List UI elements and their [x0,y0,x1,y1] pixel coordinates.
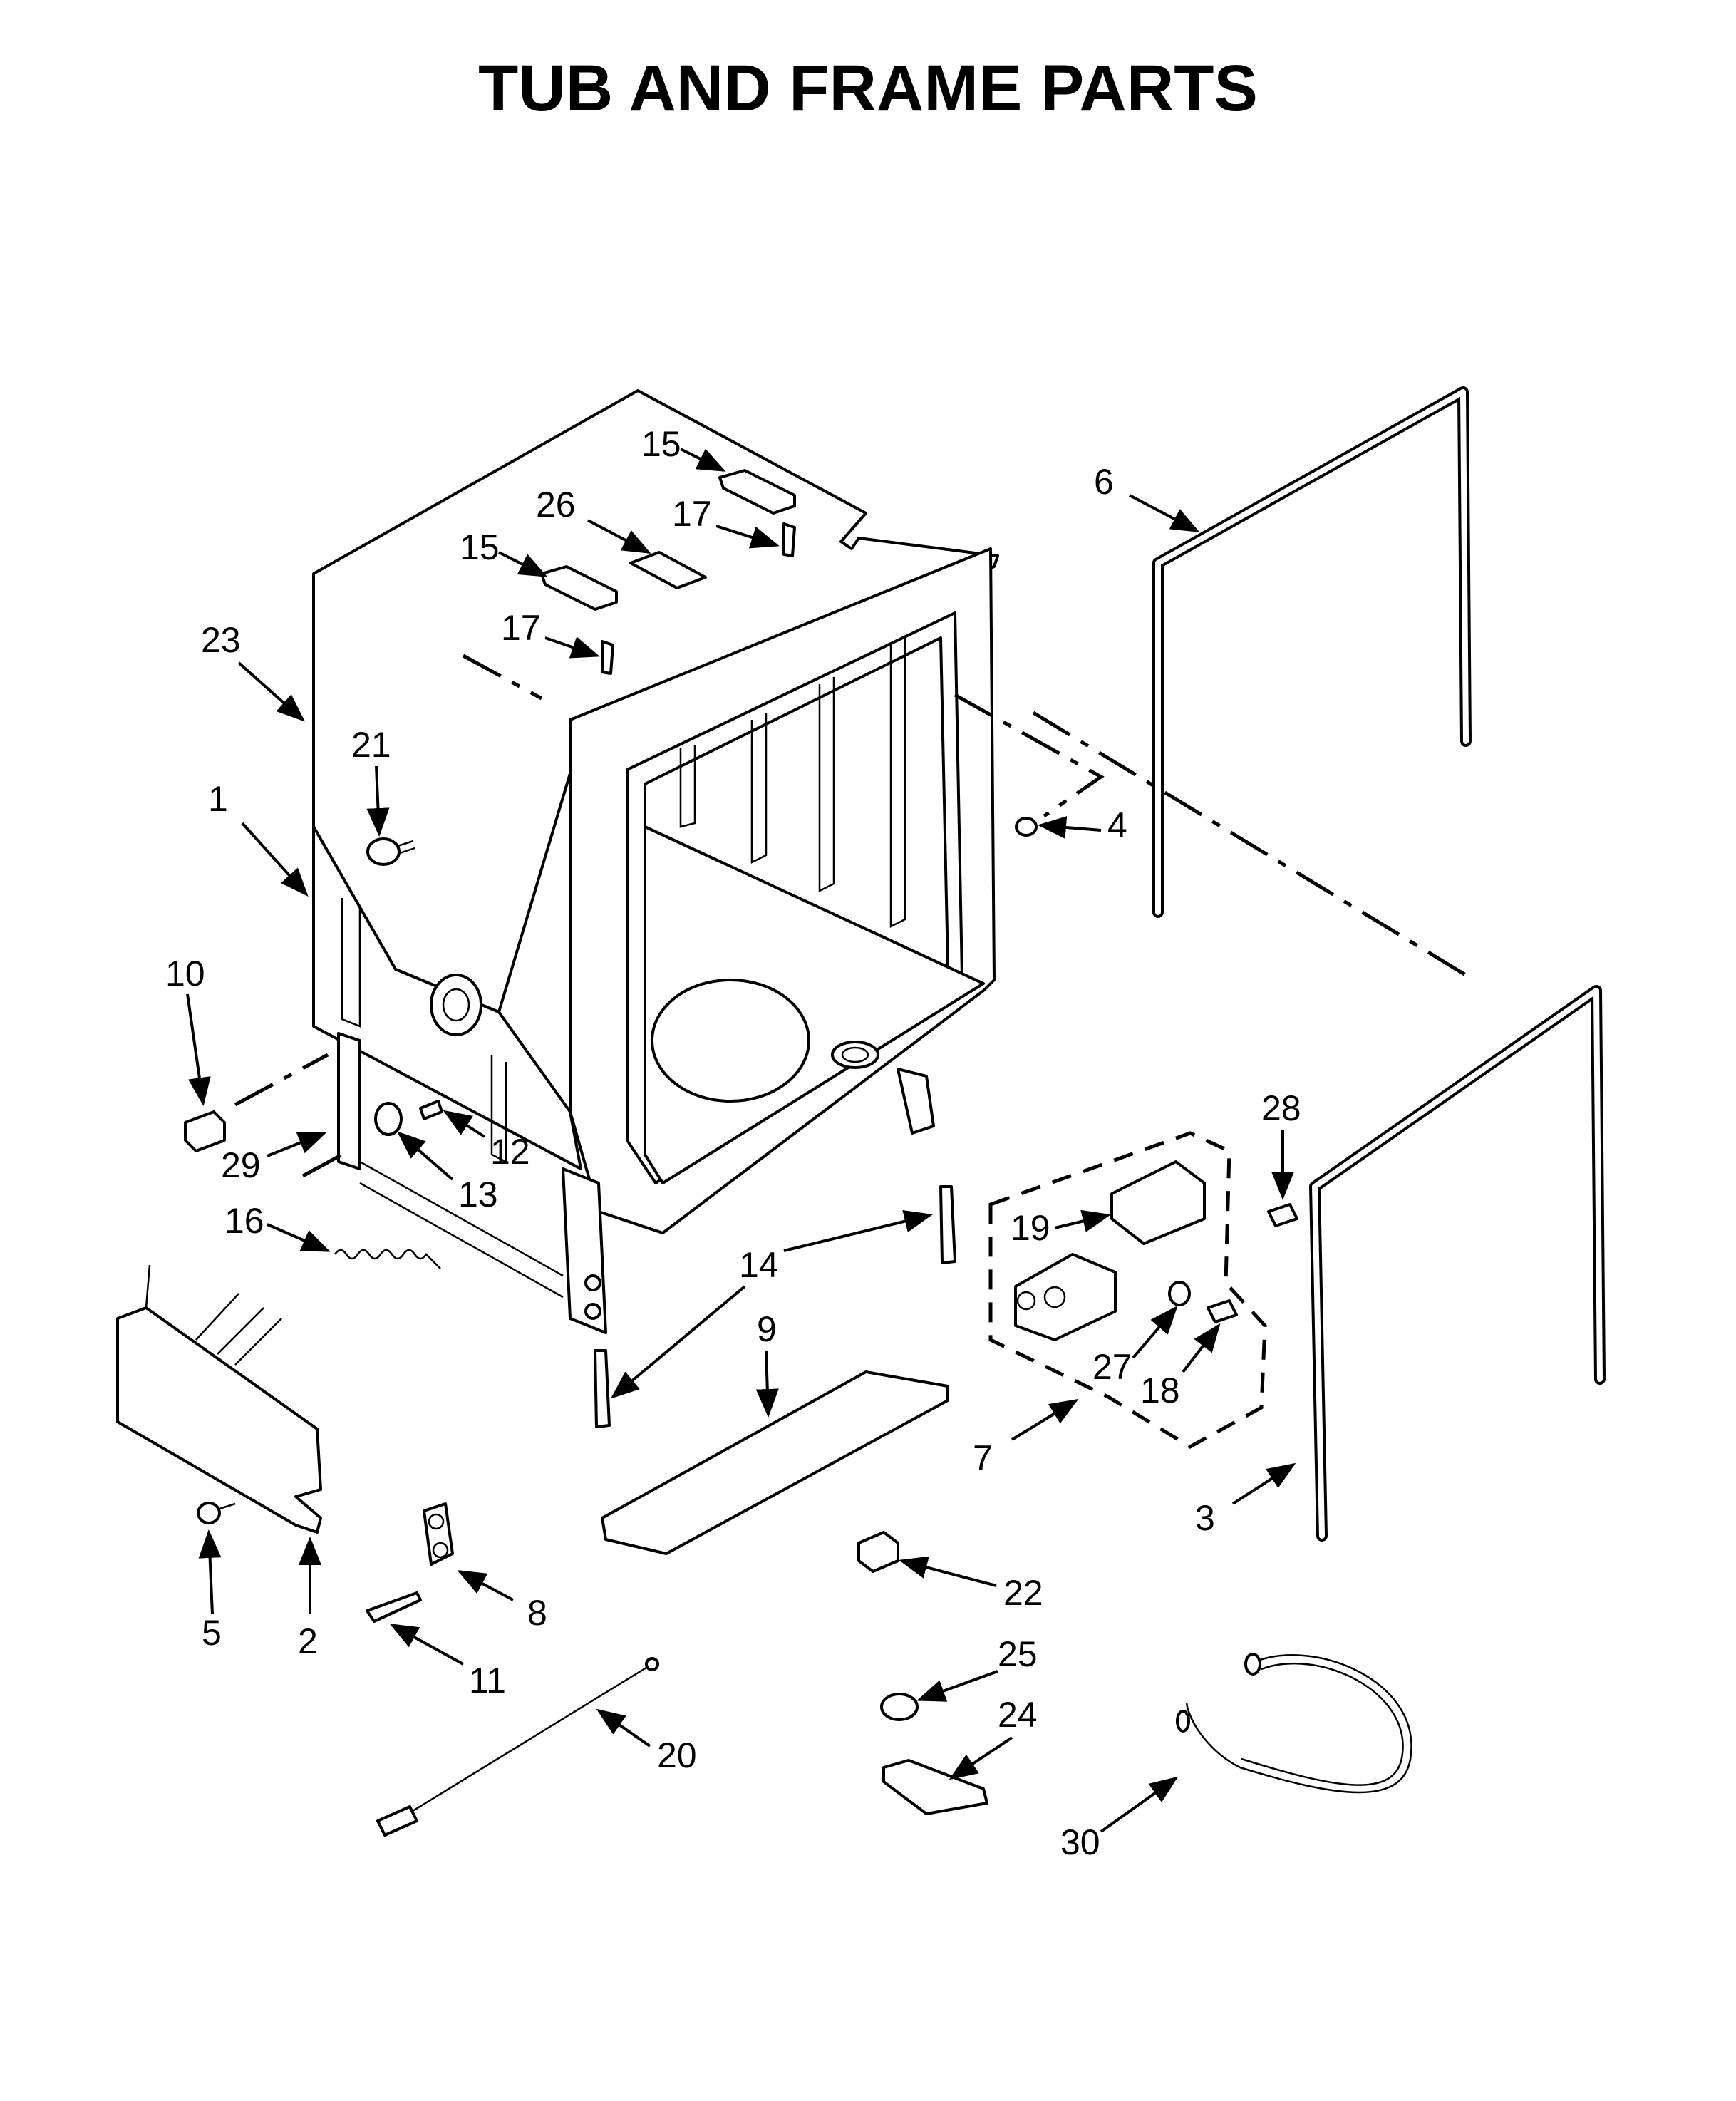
wire-harness [376,1657,659,1837]
grommet [1168,1281,1191,1306]
callout-10: 10 [165,954,205,993]
tub-plug [366,837,415,866]
callout-3: 3 [1195,1498,1215,1538]
callout-21: 21 [351,725,391,765]
callout-19: 19 [1011,1208,1050,1248]
callout-7: 7 [973,1438,993,1478]
toe-kick-clip [184,1110,226,1152]
callout-30: 30 [1060,1822,1100,1862]
leveling-bolt [419,1100,443,1120]
washer [374,1102,403,1136]
callout-24: 24 [998,1695,1038,1735]
sensor [857,1531,899,1573]
toe-kick-fastener [197,1502,236,1524]
door-spring [334,1249,441,1269]
leveling-leg-front [594,1349,611,1428]
gasket-leader-line [1032,711,1469,979]
base-panel [601,1370,949,1555]
callout-18: 18 [1140,1370,1180,1410]
callout-20: 20 [657,1735,697,1775]
callout-16: 16 [224,1201,264,1241]
callout-23: 23 [201,620,241,660]
callout-15-upper: 15 [641,424,681,464]
ground-screw [1207,1299,1238,1323]
callout-28: 28 [1261,1088,1301,1128]
callout-22: 22 [1003,1573,1043,1613]
insulation-leader-line [462,654,543,701]
hinge-bracket-upper [718,469,796,515]
leg-leader-line [301,1152,343,1178]
side-plug [1015,817,1038,837]
hinge-screw-lower [601,640,614,675]
callout-27: 27 [1092,1347,1132,1387]
callout-8: 8 [527,1593,547,1633]
page-title: TUB AND FRAME PARTS [478,52,1258,125]
hinge-bracket-lower [540,565,618,611]
heater-bracket [1110,1160,1206,1245]
toe-kick-leader-line [234,1053,329,1107]
thermostat [880,1693,919,1721]
mounting-bracket [423,1502,454,1566]
tub-gasket [1309,985,1606,1542]
tub-assembly [312,389,999,1334]
callout-17-lower: 17 [501,608,541,648]
callout-5: 5 [202,1613,222,1653]
door-gasket [1152,386,1472,918]
thermostat-bracket [882,1759,988,1815]
bracket-screw [1267,1203,1298,1227]
callout-14: 14 [739,1245,779,1285]
mounting-screw [366,1591,422,1623]
strike-plate [629,551,707,589]
callout-6: 6 [1094,462,1114,502]
callout-29: 29 [221,1145,261,1185]
callout-15-lower: 15 [460,527,500,567]
fill-hose [1176,1653,1412,1794]
toe-kick [116,1306,322,1534]
kit-outline [988,1131,1267,1449]
bracket-leader-line [954,693,1105,818]
callout-25: 25 [998,1634,1038,1674]
callout-12: 12 [490,1132,530,1172]
callout-26: 26 [536,485,576,525]
callout-13: 13 [458,1175,498,1214]
callout-11: 11 [469,1661,506,1700]
callout-4: 4 [1107,805,1127,845]
leader-arrows [186,448,1296,1833]
callout-1: 1 [208,779,228,819]
leveling-leg-rear [939,1185,956,1264]
callout-2: 2 [298,1621,318,1661]
hinge-screw-upper [782,522,796,557]
callout-17-upper: 17 [672,494,712,534]
callout-9: 9 [757,1309,777,1349]
